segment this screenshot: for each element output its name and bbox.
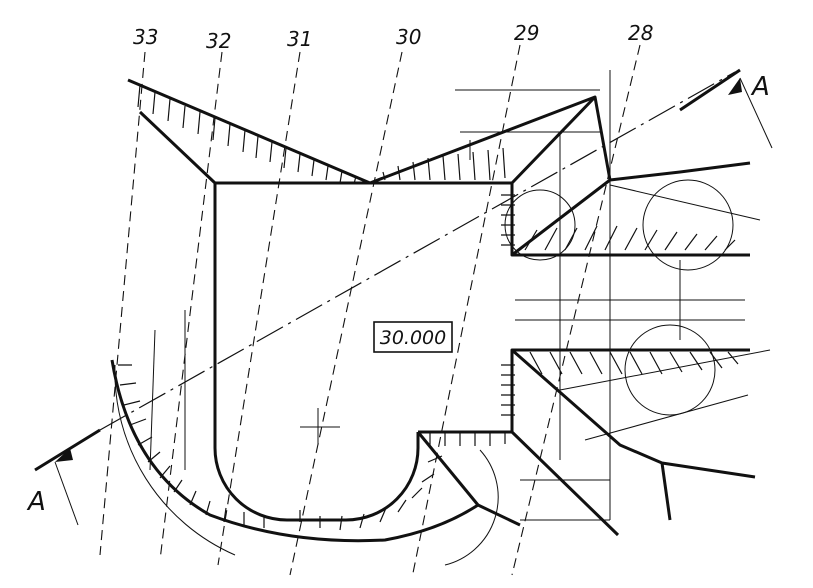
construction-lines [54,70,773,566]
station-30: 30 [396,25,421,49]
station-29: 29 [514,21,539,45]
station-32: 32 [206,29,231,53]
section-label-right: A [750,72,770,102]
part-outline [34,68,756,543]
station-lines [99,44,641,579]
value-box-text: 30.000 [380,327,446,349]
station-33: 33 [133,25,158,49]
station-labels: 33 32 31 30 29 28 [133,21,653,53]
value-box: 30.000 [373,321,453,353]
hatch-marks [118,84,739,531]
station-28: 28 [628,21,653,45]
section-line-a-a [99,71,736,431]
station-31: 31 [287,27,312,51]
section-arrowheads [55,78,742,462]
section-label-left: A [26,487,46,517]
